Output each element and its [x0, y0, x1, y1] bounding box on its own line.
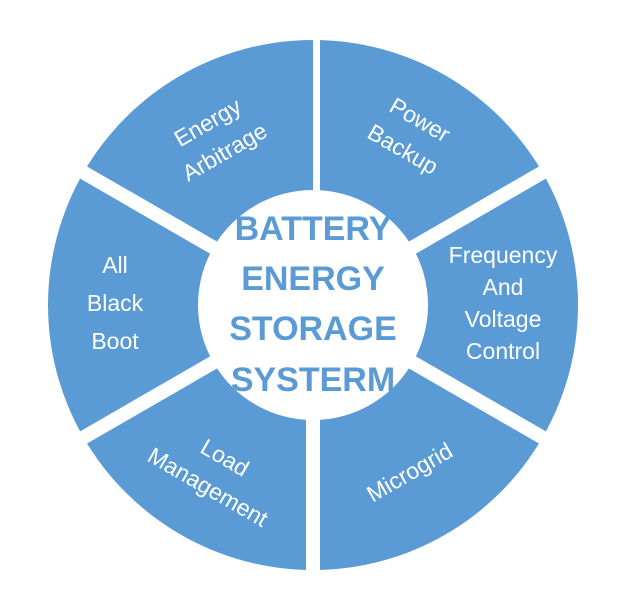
segment-divider — [74, 163, 221, 256]
segment-label-line: And — [483, 274, 524, 300]
center-title: BATTERY ENERGY STORAGE SYSTERM — [229, 210, 397, 399]
center-title-line-2: ENERGY — [241, 260, 385, 298]
segment-label-line: Voltage — [465, 306, 542, 332]
segment-power-backup — [313, 40, 543, 248]
segment-energy-arbitrage — [83, 40, 313, 248]
center-title-line-4: SYSTERM — [231, 361, 395, 399]
segment-divider — [74, 354, 221, 447]
segment-label-line: All — [102, 252, 128, 278]
segment-all-black-boot — [47, 172, 214, 438]
segment-divider — [405, 163, 552, 256]
center-title-line-1: BATTERY — [235, 210, 392, 248]
segment-load-management — [83, 362, 313, 570]
segment-label-line: Control — [466, 338, 540, 364]
center-title-line-3: STORAGE — [229, 310, 397, 348]
center-circle — [204, 196, 422, 414]
segment-label-line: Frequency — [449, 242, 558, 268]
segment-ring: PowerBackupFrequencyAndVoltageControlMic… — [47, 34, 578, 576]
segment-label-line: Boot — [91, 328, 139, 354]
segment-label-line: Black — [87, 290, 144, 316]
segment-frequency-voltage-control — [412, 172, 578, 438]
segment-microgrid — [313, 362, 543, 570]
segment-divider — [405, 354, 552, 447]
